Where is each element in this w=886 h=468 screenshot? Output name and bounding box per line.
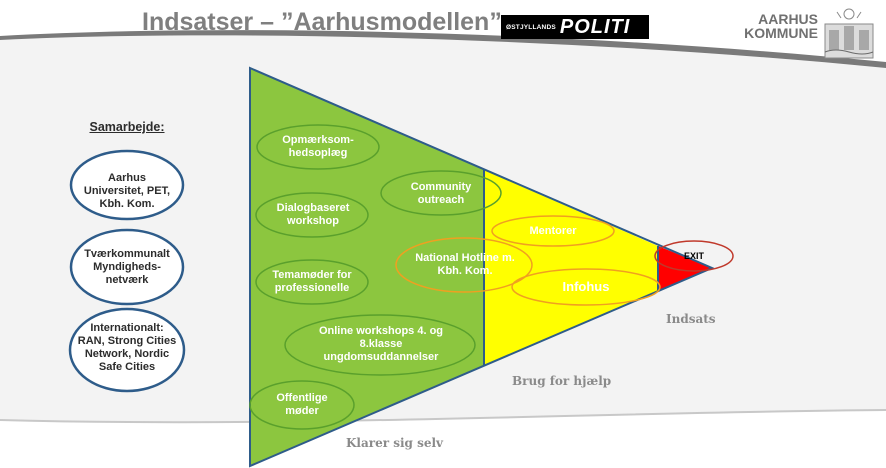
sidebar-item-1: Aarhus Universitet, PET, Kbh. Kom. [83,172,171,210]
page-title: Indsatser – ”Aarhusmodellen” [142,8,502,36]
city-crest-icon [824,8,874,59]
axis-label-red: Indsats [666,312,716,326]
side-oval-2 [69,228,185,306]
red-item-exit: EXIT [683,251,704,261]
kommune-line-1: AARHUS [758,11,818,27]
footer-swoosh-line [0,409,886,424]
green-item-offentlige-moder: Offentlige møder [276,392,328,417]
green-item-awareness: Opmærksom-hedsoplæg [282,134,354,159]
green-oval-1 [256,124,380,170]
kommune-line-2: KOMMUNE [744,25,818,41]
boundary-oval-1 [380,170,502,216]
politi-logo-small: ØSTJYLLANDS [506,23,556,31]
boundary-item-national-hotline: National Hotline m. Kbh. Kom. [415,252,515,277]
boundary-item-community-outreach: Community outreach [410,181,472,206]
boundary-oval-2 [395,237,533,293]
green-oval-2 [255,192,369,238]
header-swoosh-line [0,30,886,68]
exit-oval [654,240,734,272]
aarhus-kommune-logo: AARHUS KOMMUNE [720,12,818,40]
green-item-online-workshops: Online workshops 4. og 8.klasse ungdomsu… [318,325,444,363]
green-zone [250,68,484,466]
politi-logo: ØSTJYLLANDS POLITI [501,15,649,39]
politi-logo-big: POLITI [559,15,631,38]
sidebar-item-2: Tværkommunalt Myndigheds-netværk [84,248,170,286]
green-item-dialog-workshop: Dialogbaseret workshop [276,202,350,227]
yellow-item-mentorer: Mentorer [529,225,577,237]
triangle-outline [249,66,715,468]
side-oval-3 [68,307,186,393]
yellow-oval-2 [511,268,661,306]
green-oval-4 [284,314,476,376]
sidebar-heading: Samarbejde: [89,120,165,134]
yellow-zone [484,170,658,366]
sidebar-item-3: Internationalt: RAN, Strong Cities Netwo… [77,322,177,373]
green-item-temamoder: Temamøder for professionelle [272,269,352,294]
green-oval-5 [249,380,355,430]
red-zone [658,246,712,292]
axis-label-green: Klarer sig selv [346,436,444,450]
yellow-item-infohus: Infohus [562,279,610,294]
axis-label-yellow: Brug for hjælp [512,374,612,388]
green-oval-3 [255,259,369,305]
yellow-oval-1 [491,215,615,247]
side-oval-1 [69,149,185,221]
